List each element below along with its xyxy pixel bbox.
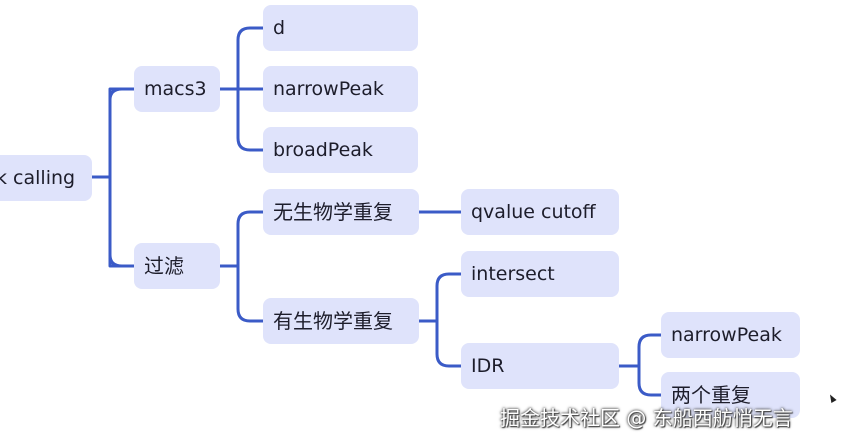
connector-idr-narrowpeak	[637, 333, 663, 368]
node-no-replicate[interactable]: 无生物学重复	[263, 189, 419, 235]
connector-macs3-d	[236, 26, 265, 91]
node-macs3-broadpeak[interactable]: broadPeak	[263, 127, 418, 173]
node-idr-label: IDR	[471, 355, 505, 377]
node-two-replicates-label: 两个重复	[671, 383, 751, 407]
node-two-replicates[interactable]: 两个重复	[661, 372, 800, 418]
node-narrowpeak-label: narrowPeak	[273, 78, 384, 100]
node-macs3[interactable]: macs3	[134, 66, 220, 112]
node-filter-label: 过滤	[144, 254, 184, 278]
node-filter[interactable]: 过滤	[134, 243, 220, 289]
node-intersect[interactable]: intersect	[461, 251, 619, 297]
watermark: 掘金技术社区 @ 东船西舫悄无言	[500, 406, 793, 430]
connector-withrep-idr	[435, 319, 463, 368]
connector-root-filter	[108, 253, 136, 268]
node-root-label: k calling	[0, 167, 76, 189]
node-macs3-d[interactable]: d	[263, 5, 418, 51]
node-root[interactable]: k calling	[0, 155, 92, 201]
connector-macs3-broadpeak	[236, 87, 265, 152]
node-macs3-narrowpeak[interactable]: narrowPeak	[263, 66, 418, 112]
connector-filter-norep	[236, 210, 265, 268]
node-with-replicate[interactable]: 有生物学重复	[263, 298, 419, 344]
node-idr-narrowpeak[interactable]: narrowPeak	[661, 312, 800, 358]
node-idr[interactable]: IDR	[461, 343, 619, 389]
node-broadpeak-label: broadPeak	[273, 139, 373, 161]
connector-root	[90, 87, 124, 268]
node-intersect-label: intersect	[471, 263, 555, 285]
node-qvalue-label: qvalue cutoff	[471, 201, 596, 223]
connector-idr-tworep	[637, 364, 663, 397]
connector-withrep-intersect	[435, 272, 463, 323]
node-idr-narrowpeak-label: narrowPeak	[671, 324, 782, 346]
connector-root-macs3	[108, 87, 136, 102]
node-with-replicate-label: 有生物学重复	[273, 309, 393, 333]
node-no-replicate-label: 无生物学重复	[273, 200, 393, 224]
node-d-label: d	[273, 17, 286, 39]
node-macs3-label: macs3	[144, 78, 207, 100]
node-qvalue-cutoff[interactable]: qvalue cutoff	[461, 189, 619, 235]
connector-filter-withrep	[236, 264, 265, 323]
